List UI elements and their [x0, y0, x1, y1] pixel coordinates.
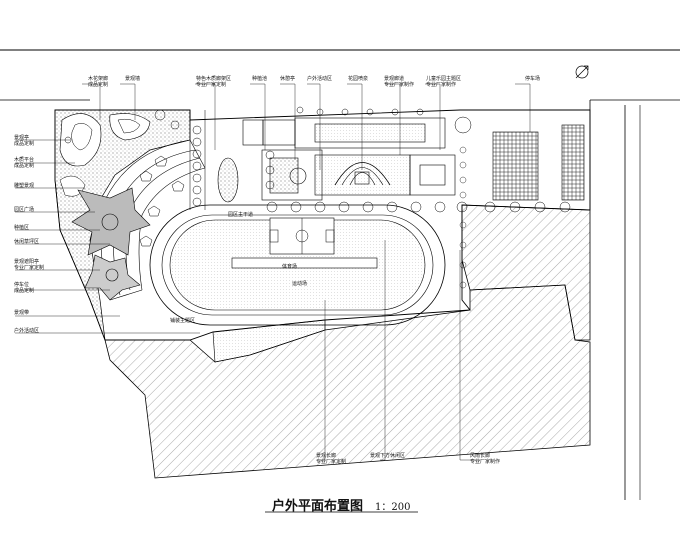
label-manufacturer-5: 专业厂家定制 — [316, 459, 347, 465]
tree-row-horizontal — [265, 106, 571, 213]
label-manufacturer-4: 专业厂家定制 — [14, 265, 45, 271]
label-lawn: 休闲草坪区 — [14, 239, 40, 245]
label-landscape-belt: 景观带 — [14, 310, 30, 316]
leader-lines — [15, 83, 531, 461]
label-custom-2: 成品定制 — [14, 141, 35, 147]
label-custom-3: 成品定制 — [14, 163, 35, 169]
running-track — [149, 204, 446, 326]
label-manufacturer-3: 专业厂家制作 — [426, 82, 457, 88]
parking-lot — [454, 116, 585, 289]
oval-lawn — [217, 157, 239, 203]
label-gallery: 景观长廊 — [316, 453, 337, 459]
label-wood-pergola: 木花架廊 — [88, 76, 109, 82]
shade-structure — [71, 187, 151, 301]
label-sports-field: 运动场 — [292, 281, 308, 287]
label-planting: 种植区 — [14, 225, 30, 231]
arc-pavilions — [139, 155, 185, 247]
label-manufacturer-1: 专业厂家定制 — [196, 82, 227, 88]
hatched-building-area — [104, 204, 591, 479]
label-planter: 种植池 — [252, 76, 268, 82]
label-manufacturer-2: 专业厂家制作 — [384, 82, 415, 88]
label-landscape-wall: 景观墙 — [125, 76, 141, 82]
label-outdoor-area-2: 户外活动区 — [14, 328, 40, 334]
label-lower-rest-area: 景观下方休闲区 — [370, 453, 406, 459]
label-manufacturer-6: 专业厂家制作 — [470, 459, 501, 465]
label-main-road: 园区主干道 — [228, 212, 254, 218]
label-outdoor-area-1: 户外活动区 — [307, 76, 333, 82]
label-rest-pavilion: 休憩亭 — [280, 76, 296, 82]
label-corridor: 景观廊道 — [384, 76, 405, 82]
label-wood-pergola-area: 特色木质廊架区 — [196, 76, 232, 82]
label-sculpture: 雕塑景观 — [14, 183, 35, 189]
label-paving-area: 铺装主题区 — [170, 318, 196, 324]
north-arrow-icon — [575, 65, 589, 79]
label-stadium: 体育场 — [282, 264, 298, 270]
label-custom-1: 成品定制 — [88, 82, 109, 88]
label-landscape-pavilion: 景观亭 — [14, 135, 30, 141]
label-parking-space: 停车位 — [14, 282, 30, 288]
label-fountain: 花园喷泉 — [348, 76, 369, 82]
tree-row-vertical — [189, 110, 206, 210]
label-wood-deck: 木质平台 — [14, 157, 35, 163]
label-kids-park: 儿童乐园主题区 — [426, 76, 462, 82]
label-covered-walkway: 风雨长廊 — [470, 453, 491, 459]
drawing-scale: 1：200 — [375, 502, 411, 513]
drawing-title: 户外平面布置图 — [272, 499, 364, 514]
label-shade-pavilion: 景观遮阳亭 — [14, 259, 40, 265]
north-structures — [242, 117, 456, 201]
label-custom-4: 成品定制 — [14, 288, 35, 294]
label-plaza: 园区广场 — [14, 207, 35, 213]
label-parking-lot: 停车场 — [525, 76, 541, 82]
